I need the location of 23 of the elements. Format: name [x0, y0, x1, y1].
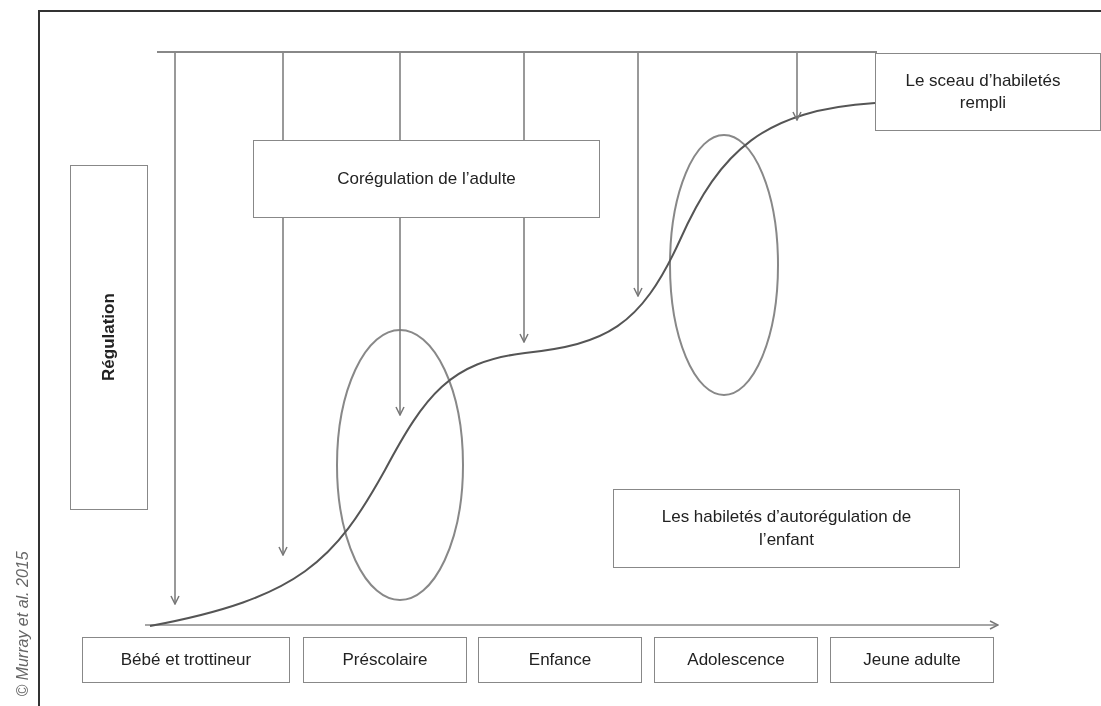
arrow — [170, 52, 180, 605]
arrow — [792, 52, 802, 121]
process-box — [613, 489, 960, 568]
box-label: Corégulation de l’adulte — [337, 167, 516, 190]
box-label: Le sceau d’habiletés rempli — [904, 69, 1062, 114]
top-line — [157, 51, 877, 53]
box-label: Bébé et trottineur — [120, 648, 252, 671]
box-label: Préscolaire — [342, 648, 428, 671]
process-box — [253, 140, 600, 218]
stage-box — [303, 637, 467, 683]
copyright-note: © Murray et al. 2015 — [14, 550, 32, 699]
vertical-label-box — [70, 165, 148, 510]
axis-title: Régulation — [97, 293, 119, 382]
stage-box — [478, 637, 642, 683]
stage-box — [654, 637, 818, 683]
box-label: Les habiletés d’autorégulation de l’enfant — [660, 506, 913, 551]
box-label: Jeune adulte — [863, 648, 961, 671]
stage-box — [830, 637, 994, 683]
stage-box — [82, 637, 290, 683]
box-label: Enfance — [528, 648, 592, 671]
arrow — [633, 52, 643, 297]
box-label: Adolescence — [687, 648, 785, 671]
process-box — [875, 53, 1101, 131]
